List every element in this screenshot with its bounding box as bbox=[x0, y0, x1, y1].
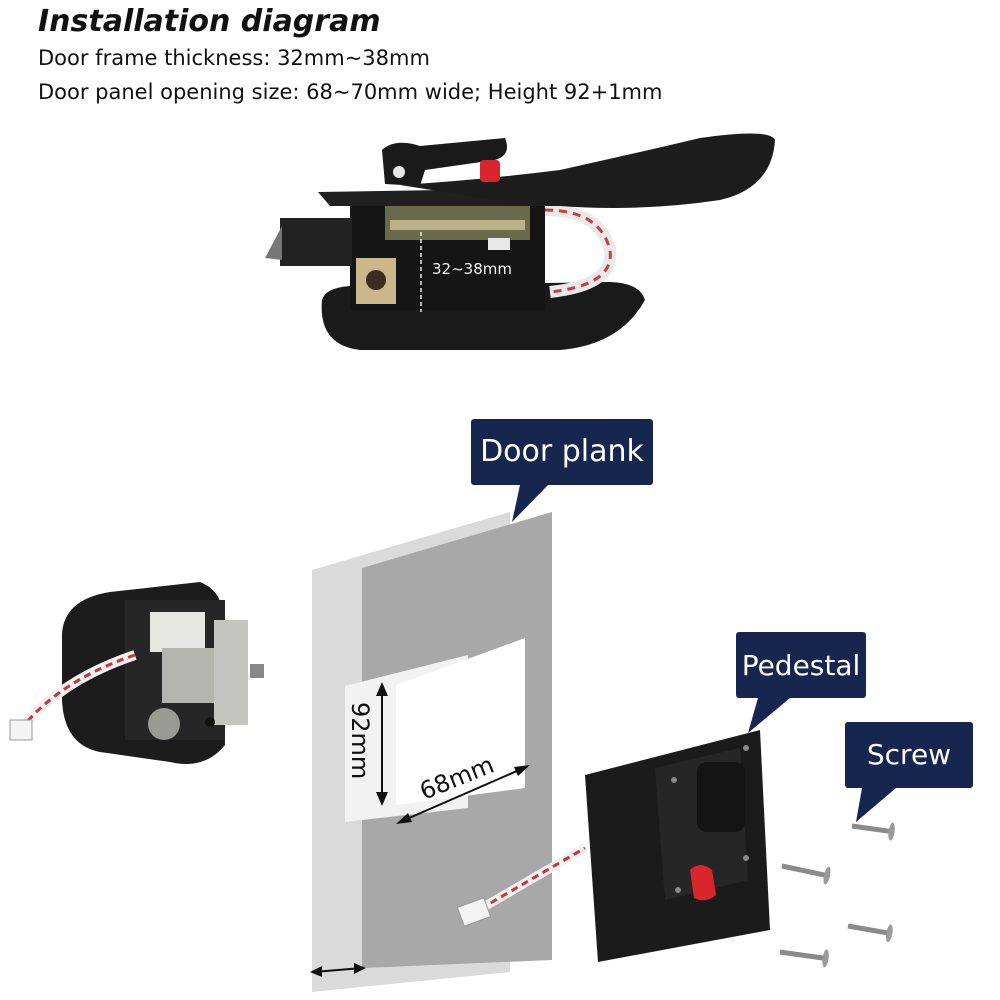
frame-thickness-spec: Door frame thickness: 32mm~38mm bbox=[38, 46, 430, 70]
pedestal-label: Pedestal bbox=[742, 649, 861, 682]
callout-door-plank: Door plank bbox=[471, 419, 653, 522]
pedestal bbox=[456, 730, 770, 962]
door-plank: 92mm 68mm bbox=[310, 512, 552, 992]
lock-body-back-view bbox=[9, 582, 264, 764]
screws bbox=[779, 822, 895, 968]
opening-size-spec: Door panel opening size: 68~70mm wide; H… bbox=[38, 80, 663, 104]
screw-label: Screw bbox=[867, 738, 951, 771]
page-title: Installation diagram bbox=[38, 4, 381, 39]
callout-screw: Screw bbox=[845, 722, 973, 822]
callout-pedestal: Pedestal bbox=[736, 632, 866, 733]
thickness-label: 32~38mm bbox=[432, 260, 512, 278]
door-plank-label: Door plank bbox=[480, 434, 644, 469]
lock-side-view: 32~38mm bbox=[265, 133, 775, 350]
opening-height-label: 92mm bbox=[346, 702, 374, 779]
